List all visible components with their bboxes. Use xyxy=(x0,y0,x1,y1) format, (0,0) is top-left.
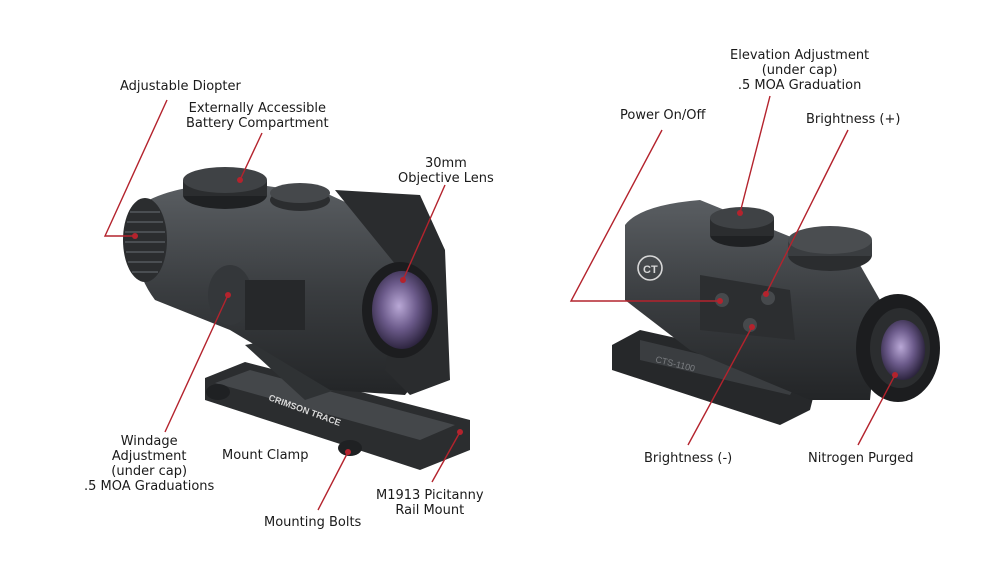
left-scope xyxy=(123,167,470,470)
label-line: Power On/Off xyxy=(620,108,706,123)
label-adjustable-diopter: Adjustable Diopter xyxy=(120,79,241,94)
leader-windage xyxy=(164,294,229,433)
label-mount-clamp: Mount Clamp xyxy=(222,448,308,463)
label-line: Battery Compartment xyxy=(186,116,329,131)
label-windage: Windage Adjustment (under cap) .5 MOA Gr… xyxy=(84,434,214,494)
leader-objective xyxy=(402,184,446,281)
label-line: (under cap) xyxy=(111,464,188,479)
label-brightness-minus: Brightness (-) xyxy=(644,451,732,466)
label-rail-mount: M1913 Picitanny Rail Mount xyxy=(376,488,484,518)
ocular-lens xyxy=(881,320,925,380)
leader-battery xyxy=(239,132,263,181)
ct-logo xyxy=(637,255,663,281)
label-line: Adjustment xyxy=(111,449,187,464)
label-power: Power On/Off xyxy=(620,108,705,123)
battery-cap xyxy=(183,167,267,193)
label-brightness-plus: Brightness (+) xyxy=(806,112,900,127)
label-elevation: Elevation Adjustment (under cap) .5 MOA … xyxy=(730,48,869,93)
label-objective-lens: 30mm Objective Lens xyxy=(398,156,494,186)
label-line: .5 MOA Graduations xyxy=(84,479,215,494)
label-mounting-bolts: Mounting Bolts xyxy=(264,515,361,530)
label-line: Brightness (-) xyxy=(644,451,733,466)
label-line: Mounting Bolts xyxy=(264,515,362,530)
diopter-ring xyxy=(123,198,167,282)
control-panel xyxy=(700,275,795,340)
logo-marking: CT xyxy=(643,264,658,276)
label-line: Brightness (+) xyxy=(806,112,901,127)
elevation-cap xyxy=(710,207,774,229)
label-line: M1913 Picitanny xyxy=(376,488,484,503)
leader-mounting-bolts xyxy=(317,451,349,511)
label-line: 30mm xyxy=(424,156,467,171)
label-line: Rail Mount xyxy=(395,503,465,518)
label-line: .5 MOA Graduation xyxy=(737,78,862,93)
label-nitrogen: Nitrogen Purged xyxy=(808,451,914,466)
leader-elevation xyxy=(739,95,771,214)
leader-adjustable-diopter xyxy=(103,99,168,237)
objective-lens xyxy=(372,271,432,349)
label-battery-compartment: Externally Accessible Battery Compartmen… xyxy=(186,101,329,131)
label-line: Objective Lens xyxy=(398,171,494,186)
label-line: Nitrogen Purged xyxy=(808,451,914,466)
leader-lines xyxy=(103,95,898,511)
label-line: (under cap) xyxy=(761,63,838,78)
label-line: Mount Clamp xyxy=(222,448,309,463)
leader-power xyxy=(569,129,720,302)
leader-nitrogen xyxy=(857,374,896,446)
label-line: Windage xyxy=(120,434,178,449)
label-line: Elevation Adjustment xyxy=(730,48,870,63)
label-line: Externally Accessible xyxy=(188,101,326,116)
label-line: Adjustable Diopter xyxy=(120,79,241,94)
leader-brightness-minus xyxy=(687,326,753,446)
leader-rail-mount xyxy=(431,431,461,483)
mounting-bolt xyxy=(338,440,362,456)
right-scope xyxy=(612,200,940,425)
leader-brightness-plus xyxy=(765,129,849,295)
